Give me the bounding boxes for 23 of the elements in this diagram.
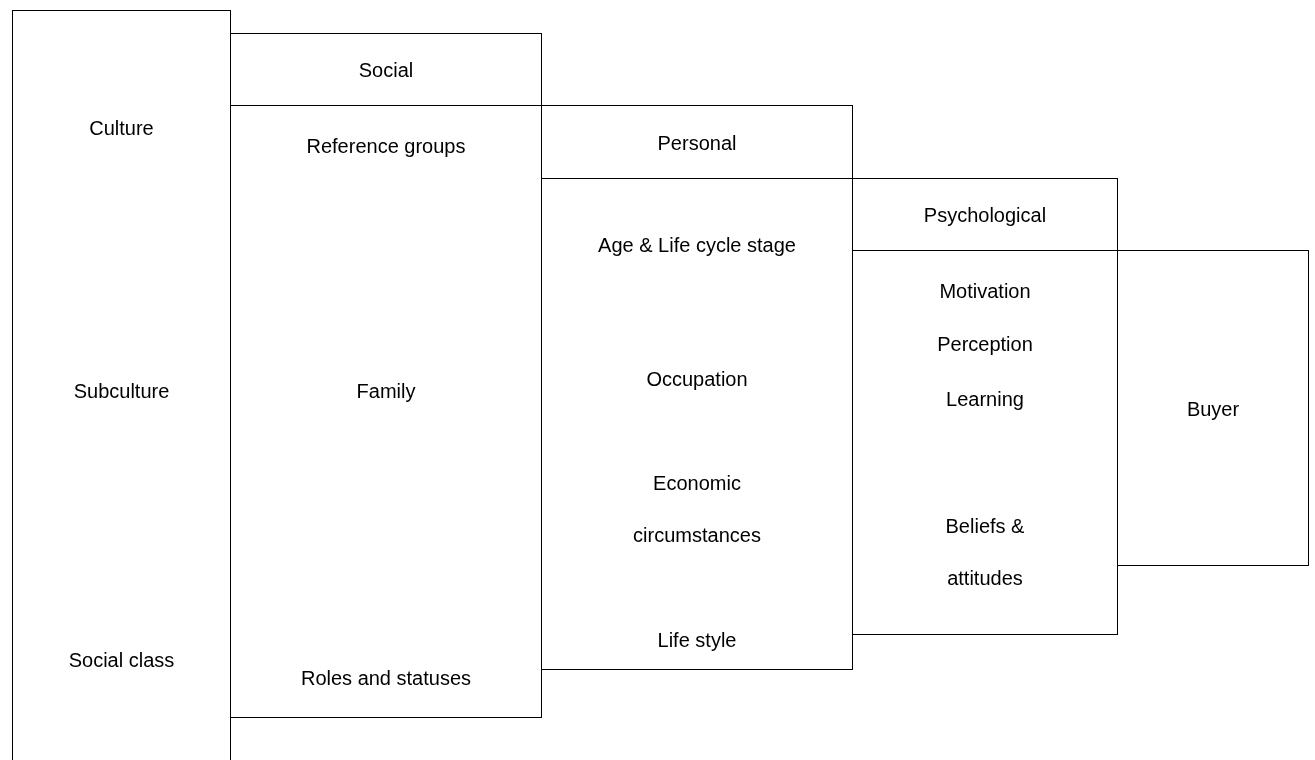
cell-label: Learning xyxy=(945,387,1025,412)
table-box xyxy=(230,33,542,106)
cell-label: Social class xyxy=(67,648,176,673)
cell-label: Beliefs & attitudes xyxy=(944,514,1026,591)
table-box xyxy=(1117,250,1309,566)
cell-label: Subculture xyxy=(72,379,171,404)
cell-label: Perception xyxy=(936,332,1034,357)
cell-label: Motivation xyxy=(938,279,1032,304)
cell-label: Culture xyxy=(88,116,155,141)
table-box xyxy=(541,105,853,179)
cell-label: Psychological xyxy=(922,203,1048,228)
cell-label: Occupation xyxy=(645,367,749,392)
cell-label: Life style xyxy=(656,628,738,653)
cell-label: Age & Life cycle stage xyxy=(597,233,797,258)
table-box xyxy=(12,10,231,760)
cell-label: Social xyxy=(357,58,415,83)
cell-label: Economic circumstances xyxy=(632,471,762,548)
cell-label: Roles and statuses xyxy=(299,666,473,691)
cell-label: Personal xyxy=(656,131,738,156)
cell-label: Buyer xyxy=(1185,397,1241,422)
table-box xyxy=(852,178,1118,251)
cell-label: Reference groups xyxy=(305,134,467,159)
cell-label: Family xyxy=(355,379,417,404)
